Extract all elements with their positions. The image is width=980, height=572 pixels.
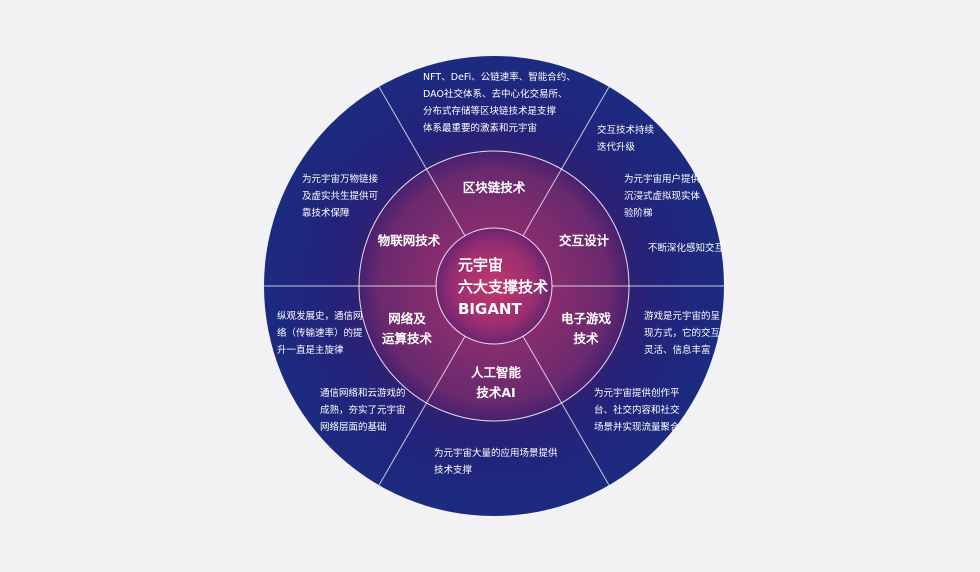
outer-text-line: 验阶梯 [624,207,653,219]
center-core [435,227,553,345]
outer-text-line: 灵活、信息丰富 [644,344,711,356]
segment-label-ai: 人工智能 技术AI [471,365,522,400]
segment-label-line: 电子游戏 [561,311,612,326]
segment-divider-line [522,86,610,237]
outer-text-gaming: 游戏是元宇宙的呈 现方式，它的交互 灵活、信息丰富 为元宇宙提供创作平 台、社交… [594,310,721,433]
center-title-line-3: BIGANT [458,300,522,318]
outer-text-line: 纵观发展史，通信网 [277,310,363,322]
outer-text-line: 为元宇宙提供创作平 [594,387,680,399]
outer-text-line: 成熟，夯实了元宇宙 [320,404,406,416]
segment-divider-line [522,335,610,486]
outer-text-line: NFT、DeFi、公链速率、智能合约、 [423,71,576,83]
center-title-line-1: 元宇宙 [458,256,503,274]
outer-text-line: 为元宇宙万物链接 [302,173,379,185]
outer-text-line: 体系最重要的激素和元宇宙 [423,122,537,134]
segment-label-line: 技术 [573,331,599,346]
segment-label-line: 区块链技术 [463,180,526,195]
segment-label-interaction: 交互设计 [559,233,610,248]
segment-divider-line [378,86,466,237]
outer-text-line: 络（传输速率）的提 [277,327,363,339]
segment-dividers [264,86,724,486]
outer-text-network: 纵观发展史，通信网 络（传输速率）的提 升一直是主旋律 通信网络和云游戏的 成熟… [277,310,406,433]
outer-text-line: 分布式存储等区块链技术是支撑 [423,105,557,117]
outer-text-line: 交互技术持续 [597,124,655,136]
segment-label-line: 物联网技术 [378,233,441,248]
outer-text-line: 现方式，它的交互 [644,327,721,339]
outer-text-line: 及虚实共生提供可 [302,190,378,202]
outer-text-line: 技术支撑 [434,464,473,476]
outer-text-line: 台、社交内容和社交 [594,404,680,416]
outer-text-line: 为元宇宙用户提供 [624,173,701,185]
segment-label-iot: 物联网技术 [378,233,441,248]
center-title-line-2: 六大支撑技术 [458,278,548,296]
segment-label-line: 运算技术 [382,331,433,346]
outer-text-iot: 为元宇宙万物链接 及虚实共生提供可 靠技术保障 [302,173,379,219]
outer-text-line: 升一直是主旋律 [277,344,344,356]
center-title: 元宇宙 六大支撑技术 BIGANT [458,256,548,318]
outer-text-line: 迭代升级 [597,141,636,153]
outer-text-line: 靠技术保障 [302,207,350,219]
outer-text-line: 沉浸式虚拟现实体 [624,190,701,202]
segment-label-line: 网络及 [388,311,426,326]
outer-text-line: 场景并实现流量聚合 [594,421,680,433]
outer-text-line: 为元宇宙大量的应用场景提供 [434,447,558,459]
outer-text-line: 网络层面的基础 [320,421,387,433]
outer-text-ai: 为元宇宙大量的应用场景提供 技术支撑 [434,447,558,476]
segment-label-network: 网络及 运算技术 [382,311,433,346]
outer-text-line: 游戏是元宇宙的呈 [644,310,720,322]
segment-label-line: 技术AI [476,385,515,400]
outer-text-interaction: 交互技术持续 迭代升级 为元宇宙用户提供 沉浸式虚拟现实体 验阶梯 不断深化感知… [597,124,725,254]
segment-divider-line [378,335,466,486]
segment-label-line: 交互设计 [559,233,610,248]
segment-label-line: 人工智能 [471,365,522,380]
outer-text-line: 通信网络和云游戏的 [320,387,406,399]
outer-text-line: 不断深化感知交互 [648,242,725,254]
outer-text-line: DAO社交体系、去中心化交易所、 [423,88,567,100]
segment-label-blockchain: 区块链技术 [463,180,526,195]
outer-text-blockchain: NFT、DeFi、公链速率、智能合约、 DAO社交体系、去中心化交易所、 分布式… [423,71,576,134]
segment-label-gaming: 电子游戏 技术 [561,311,612,346]
